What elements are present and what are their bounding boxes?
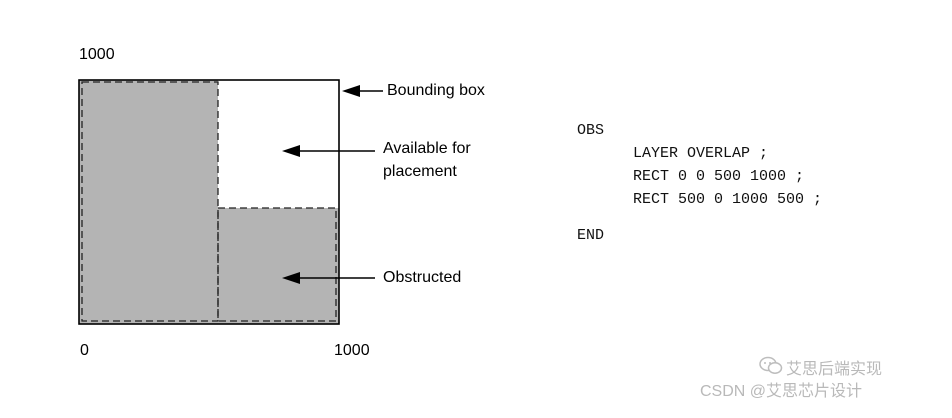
origin-label: 0 bbox=[80, 342, 89, 359]
wechat-icon bbox=[759, 356, 783, 374]
watermark-source: CSDN @艾思芯片设计 bbox=[700, 383, 863, 400]
code-line-3: RECT 500 0 1000 500 ; bbox=[633, 191, 823, 208]
obstructed-callout: Obstructed bbox=[383, 269, 462, 286]
code-open: OBS bbox=[577, 122, 605, 139]
bounding-box bbox=[78, 79, 340, 325]
bottom-right-label: 1000 bbox=[334, 342, 370, 359]
top-left-label: 1000 bbox=[79, 46, 115, 63]
code-line-1: LAYER OVERLAP ; bbox=[633, 145, 769, 162]
obstruction-right-outline bbox=[217, 207, 337, 322]
bounding-box-callout: Bounding box bbox=[387, 82, 485, 99]
obstruction-left bbox=[79, 80, 218, 324]
code-close: END bbox=[577, 227, 605, 244]
watermark-brand: 艾思后端实现 bbox=[786, 361, 883, 378]
available-callout-line2: placement bbox=[383, 163, 457, 180]
obstruction-left-outline bbox=[81, 81, 219, 322]
obstruction-bottom-right bbox=[218, 208, 339, 324]
arrow-available bbox=[282, 145, 375, 157]
arrow-obstructed bbox=[282, 272, 375, 284]
code-line-2: RECT 0 0 500 1000 ; bbox=[633, 168, 805, 185]
available-callout-line1: Available for bbox=[383, 140, 471, 157]
arrow-bounding-box bbox=[342, 85, 383, 97]
